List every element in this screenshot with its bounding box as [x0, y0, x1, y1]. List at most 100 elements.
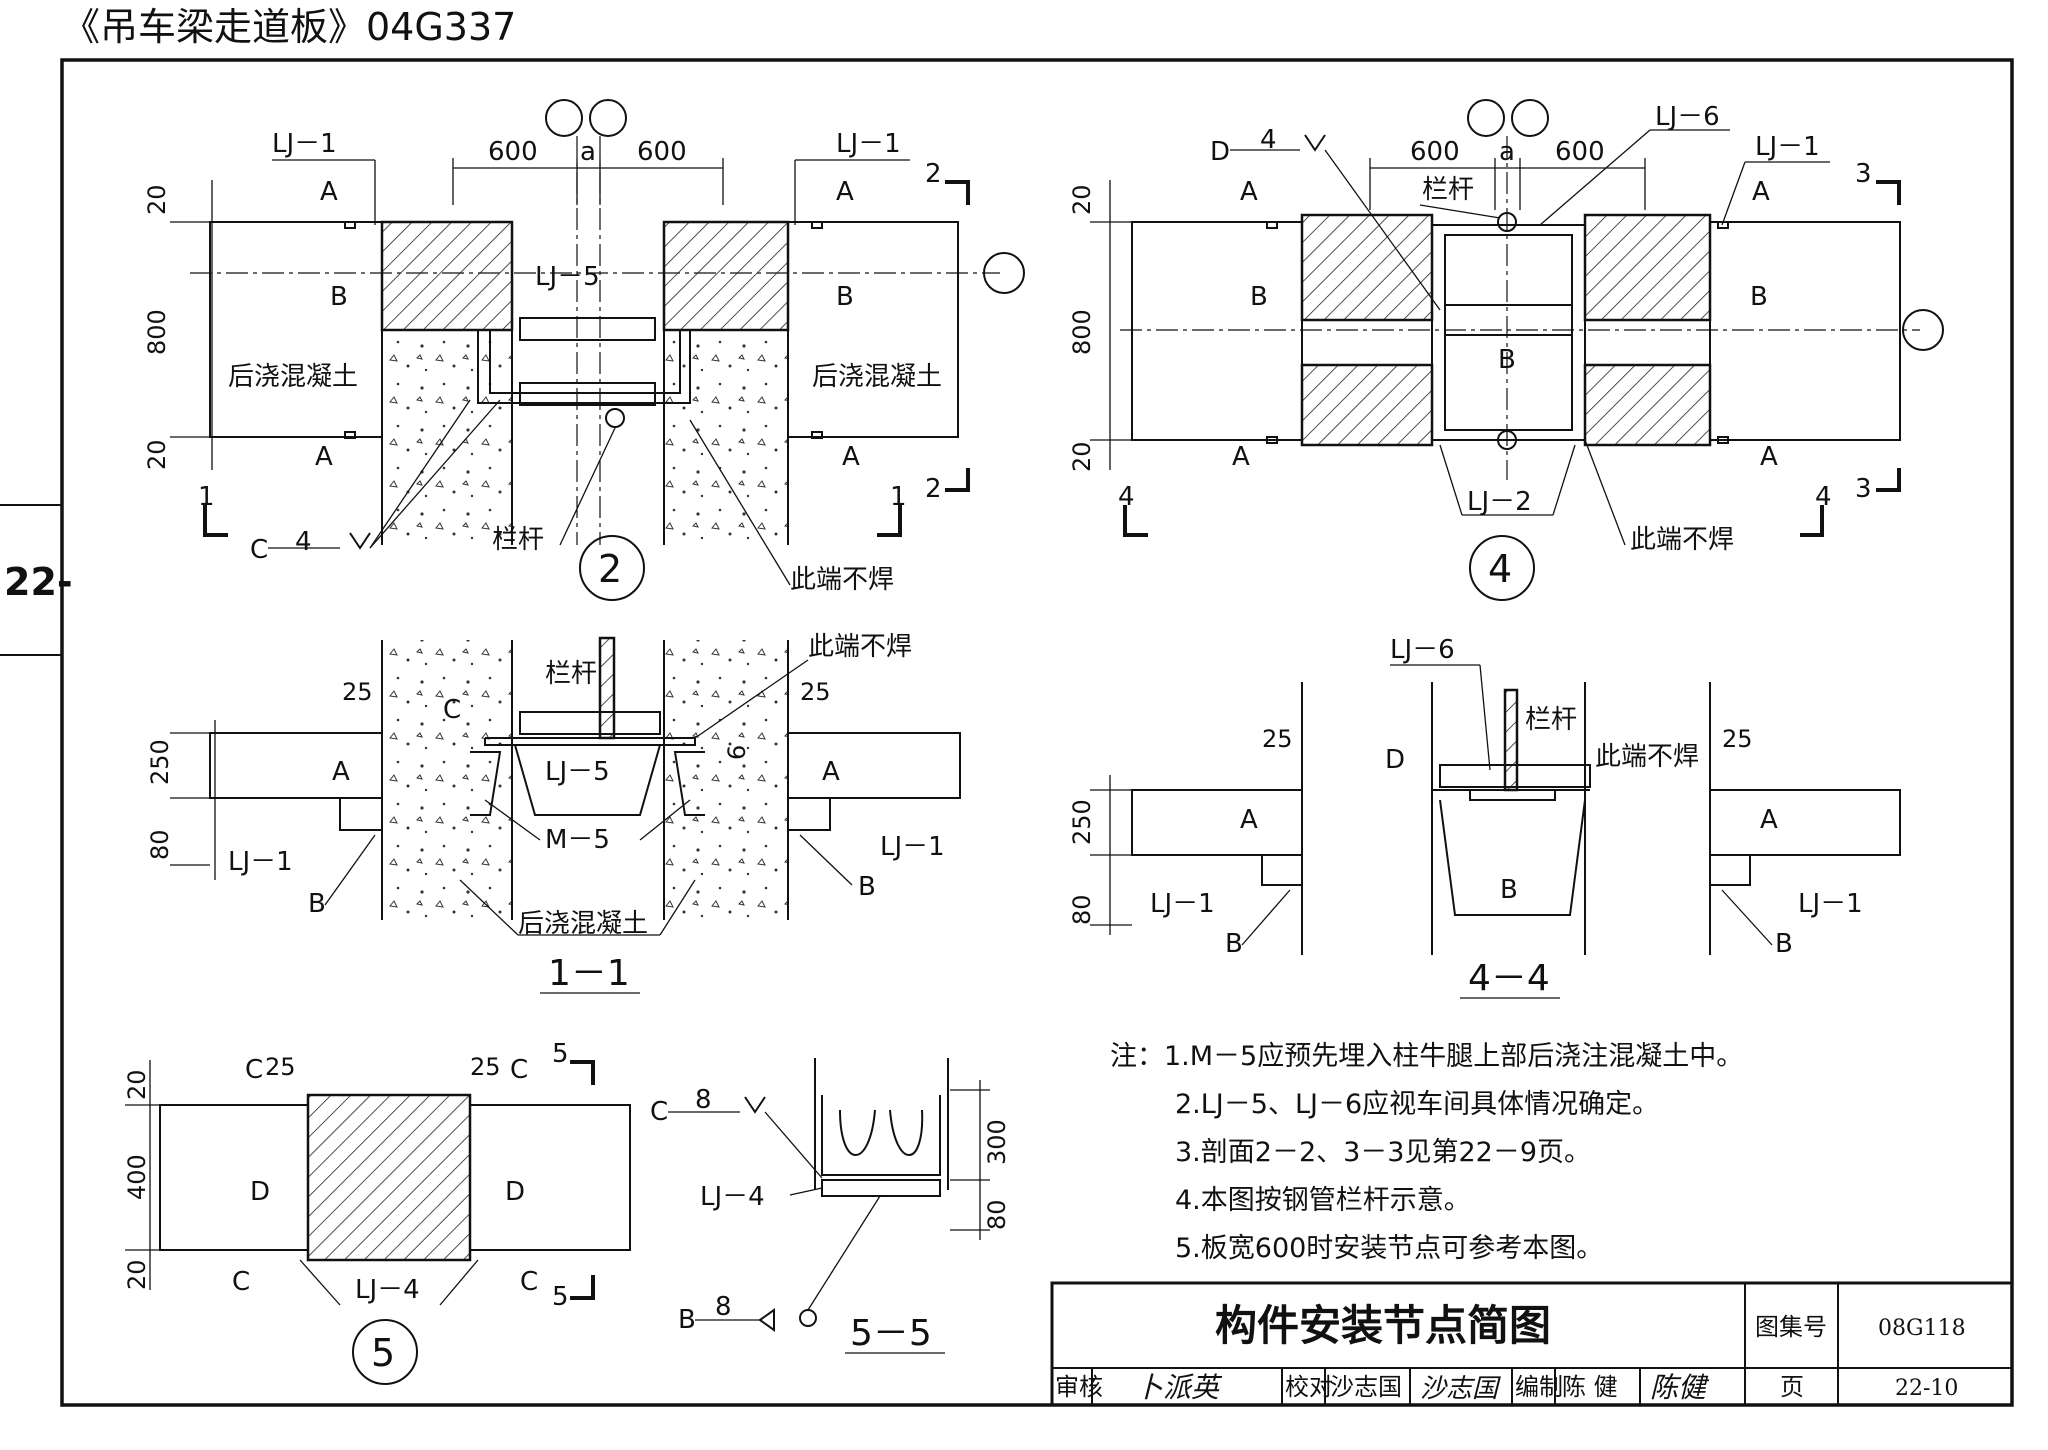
s11-label-lj1-left: LJ－1 [228, 847, 293, 877]
d2-label-B-left: B [330, 282, 348, 312]
d4-cut-3-bot: 3 [1855, 474, 1872, 504]
d4-label-A-bl: A [1232, 442, 1250, 472]
note-4: 4.本图按钢管栏杆示意。 [1175, 1185, 1471, 1216]
d2-axis-bubble-right [589, 99, 627, 137]
check-label: 校对 [1285, 1373, 1333, 1401]
d5-detail-bubble [352, 1319, 418, 1385]
d4-label-lj2: LJ－2 [1467, 487, 1532, 517]
d5-cut-5-top: 5 [552, 1039, 569, 1069]
d2-label-A-br: A [842, 442, 860, 472]
s11-label-lj5: LJ－5 [545, 757, 610, 787]
detail-2: 600 a 600 20 800 20 [143, 99, 1025, 601]
d2-dim-a: a [580, 137, 596, 167]
d4-weld-4: 4 [1260, 125, 1277, 155]
d5-label-C-br: C [520, 1267, 538, 1297]
s44-label-railing: 栏杆 [1525, 705, 1577, 735]
d5-dim-25-left: 25 [265, 1053, 296, 1081]
d2-cut-2-bot: 2 [925, 474, 942, 504]
d5-label-D-left: D [250, 1177, 270, 1207]
page-number: 22-10 [1895, 1376, 1958, 1401]
d4-label-noweld: 此端不焊 [1630, 525, 1734, 555]
s55-dim-300: 300 [983, 1119, 1011, 1165]
detail-4: 600 a 600 20 800 20 LJ－6 [1068, 99, 1944, 601]
d4-label-A-tr: A [1752, 177, 1770, 207]
d2-label-lj5: LJ－5 [535, 262, 600, 292]
s11-label-noweld: 此端不焊 [808, 632, 912, 662]
d5-label-lj4: LJ－4 [355, 1275, 420, 1305]
d2-weld-C: C [250, 535, 268, 565]
d4-axis-bubble-left [1467, 99, 1505, 137]
s11-label-postcast: 后浇混凝土 [518, 909, 648, 939]
s11-label-B-right: B [858, 872, 876, 902]
d4-dim-800: 800 [1068, 309, 1096, 355]
d2-label-A-tl: A [320, 177, 338, 207]
s55-weld-8-bot: 8 [715, 1292, 732, 1322]
section-1-1: 250 80 25 25 6 C 栏杆 此端不焊 LJ－5 M－5 A A LJ… [146, 632, 961, 994]
d4-dim-20-top: 20 [1068, 184, 1096, 215]
check-name: 沙志国 [1330, 1373, 1402, 1401]
d4-label-B-center: B [1498, 345, 1516, 375]
d2-label-postcast-right: 后浇混凝土 [812, 362, 942, 392]
d2-cut-1-right: 1 [890, 482, 907, 512]
d2-dim-600-right: 600 [637, 137, 687, 167]
d2-label-A-tr: A [836, 177, 854, 207]
d5-label-C-bl: C [232, 1267, 250, 1297]
s44-label-A-left: A [1240, 805, 1258, 835]
s44-label-lj1-left: LJ－1 [1150, 889, 1215, 919]
d5-dim-20-bot: 20 [123, 1259, 151, 1290]
d5-cut-5-bot: 5 [552, 1282, 569, 1312]
d4-dim-600-left: 600 [1410, 137, 1460, 167]
d4-label-lj6: LJ－6 [1655, 102, 1720, 132]
d4-dim-600-right: 600 [1555, 137, 1605, 167]
d4-detail-bubble [1469, 535, 1535, 601]
d2-dim-600-left: 600 [488, 137, 538, 167]
d2-dim-20-bot: 20 [143, 439, 171, 470]
drawing-title: 构件安装节点简图 [1215, 1301, 1551, 1350]
s44-label-B-left: B [1225, 929, 1243, 959]
s44-label-A-right: A [1760, 805, 1778, 835]
d4-label-B-right: B [1750, 282, 1768, 312]
d2-label-lj1-left: LJ－1 [272, 129, 337, 159]
page-header-title: 《吊车梁走道板》04G337 [62, 5, 516, 49]
check-signature: 沙志国 [1420, 1374, 1501, 1404]
d2-weld-4: 4 [295, 527, 312, 557]
d5-detail-number: 5 [371, 1331, 395, 1375]
d2-label-postcast-left: 后浇混凝土 [228, 362, 358, 392]
d5-dim-25-right: 25 [470, 1053, 501, 1081]
atlas-label: 图集号 [1755, 1313, 1827, 1341]
d5-dim-20-top: 20 [123, 1069, 151, 1100]
d4-cut-4-right: 4 [1815, 482, 1832, 512]
note-5: 5.板宽600时安装节点可参考本图。 [1175, 1233, 1603, 1264]
note-3: 3.剖面2－2、3－3见第22－9页。 [1175, 1137, 1591, 1168]
s44-label-noweld: 此端不焊 [1595, 742, 1699, 772]
s55-title: 5－5 [850, 1313, 932, 1354]
s55-weld-C: C [650, 1097, 668, 1127]
d4-cut-3-top: 3 [1855, 159, 1872, 189]
draw-label: 编制 [1515, 1373, 1563, 1401]
note-2: 2.LJ－5、LJ－6应视车间具体情况确定。 [1175, 1089, 1659, 1120]
d4-label-B-left: B [1250, 282, 1268, 312]
d2-label-lj1-right: LJ－1 [836, 129, 901, 159]
s55-weld-8-top: 8 [695, 1085, 712, 1115]
d2-label-railing: 栏杆 [492, 525, 544, 555]
draw-name: 陈 健 [1562, 1373, 1618, 1401]
title-block: 构件安装节点简图 图集号 08G118 审核 卜派英 校对 沙志国 沙志国 编制… [1050, 1281, 2014, 1407]
s11-dim-6: 6 [723, 745, 751, 760]
d4-axis-bubble-right [1511, 99, 1549, 137]
s44-label-lj1-right: LJ－1 [1798, 889, 1863, 919]
d4-label-railing: 栏杆 [1422, 175, 1474, 205]
s55-dim-80: 80 [983, 1199, 1011, 1230]
d2-detail-bubble [579, 535, 645, 601]
d5-label-C-tr: C [510, 1055, 528, 1085]
s11-title: 1－1 [548, 953, 630, 994]
s11-label-m5: M－5 [545, 825, 610, 855]
s44-label-B-center: B [1500, 875, 1518, 905]
d2-detail-number: 2 [598, 547, 622, 591]
section-4-4: 250 80 LJ－6 栏杆 此端不焊 25 25 D A A B LJ－1 L… [1068, 635, 1901, 999]
s11-dim-250: 250 [146, 739, 174, 785]
d4-detail-number: 4 [1488, 547, 1512, 591]
notes-block: 注：1.M－5应预先埋入柱牛腿上部后浇注混凝土中。 2.LJ－5、LJ－6应视车… [1110, 1041, 1743, 1264]
d2-cut-2-top: 2 [925, 159, 942, 189]
d4-label-A-br: A [1760, 442, 1778, 472]
s44-dim-250: 250 [1068, 799, 1096, 845]
